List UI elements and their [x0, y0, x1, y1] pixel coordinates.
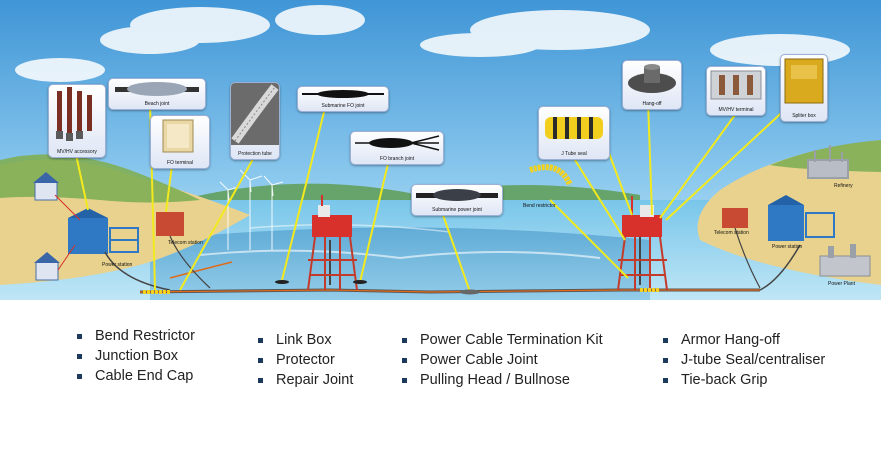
submarine-power-joint-icon	[416, 189, 498, 201]
label-fo-terminal: FO terminal	[166, 160, 194, 166]
list-item: Power Cable Termination Kit	[400, 330, 603, 350]
submarine-fo-joint-icon	[302, 90, 384, 98]
j-tube-seal-icon	[545, 117, 603, 139]
product-list-4: Armor Hang-off J-tube Seal/centraliser T…	[661, 330, 825, 390]
callout-fo-branch-joint: FO branch joint	[350, 131, 444, 165]
callout-fo-terminal: FO terminal	[150, 115, 210, 169]
bullet-icon	[77, 374, 82, 379]
fo-terminal-icon	[162, 119, 194, 153]
bullet-icon	[77, 334, 82, 339]
callout-mv-hv-terminal: MV/HV terminal	[706, 66, 766, 116]
list-item: Tie-back Grip	[661, 370, 825, 390]
bullet-icon	[402, 338, 407, 343]
callout-beach-joint: Beach joint	[108, 78, 206, 110]
label-splitter-box: Spliter box	[792, 113, 816, 119]
label-telecom-station-right: Telecom station	[714, 230, 749, 236]
mv-hv-terminal-icon	[710, 70, 762, 100]
list-item: Link Box	[256, 330, 353, 350]
label-mv-hv-accessory: MV/HV accessory	[57, 149, 97, 155]
callout-protection-tube: Protection tube	[230, 82, 280, 160]
label-telecom-station-left: Telecom station	[168, 240, 203, 246]
bullet-icon	[258, 338, 263, 343]
label-power-station-right: Power station	[772, 244, 803, 250]
bullet-icon	[77, 354, 82, 359]
scene-illustration	[0, 0, 881, 300]
list-item: Junction Box	[75, 346, 195, 366]
bullet-icon	[258, 378, 263, 383]
bullet-icon	[402, 378, 407, 383]
bullet-icon	[663, 338, 668, 343]
bullet-icon	[258, 358, 263, 363]
cable-system-diagram: MV/HV accessory Beach joint FO terminal …	[0, 0, 881, 300]
label-submarine-power-joint: Submarine power joint	[432, 207, 482, 213]
protection-tube-icon	[231, 83, 279, 145]
list-item: Cable End Cap	[75, 366, 195, 386]
leader-lines	[74, 99, 791, 293]
splitter-box-icon	[784, 58, 824, 104]
list-item: Power Cable Joint	[400, 350, 603, 370]
offshore-platform-left	[307, 195, 358, 291]
label-mv-hv-terminal: MV/HV terminal	[718, 107, 754, 113]
power-station-left	[68, 208, 139, 254]
callout-mv-hv-accessory: MV/HV accessory	[48, 84, 106, 158]
label-hang-off: Hang-off	[642, 101, 662, 107]
label-j-tube-seal: J Tube seal	[561, 151, 587, 157]
label-submarine-fo-joint: Submarine FO joint	[321, 103, 365, 109]
fo-branch-joint-icon	[355, 135, 440, 151]
list-item: Protector	[256, 350, 353, 370]
bullet-icon	[663, 378, 668, 383]
label-power-station-left: Power station	[102, 262, 133, 268]
offshore-platform-right	[617, 196, 668, 291]
callout-j-tube-seal: J Tube seal	[538, 106, 610, 160]
refinery-plant	[807, 145, 849, 179]
list-item: Bend Restrictor	[75, 326, 195, 346]
product-list-2: Link Box Protector Repair Joint	[256, 330, 353, 390]
callout-hang-off: Hang-off	[622, 60, 682, 110]
bullet-icon	[402, 358, 407, 363]
hang-off-icon	[628, 64, 676, 93]
mv-hv-accessory-icon	[56, 87, 92, 141]
list-item: Repair Joint	[256, 370, 353, 390]
callout-submarine-power-joint: Submarine power joint	[411, 184, 503, 216]
list-item: J-tube Seal/centraliser	[661, 350, 825, 370]
product-list-3: Power Cable Termination Kit Power Cable …	[400, 330, 603, 390]
label-refinery: Refinery	[834, 183, 853, 189]
callout-splitter-box: Spliter box	[780, 54, 828, 122]
power-station-right	[768, 195, 835, 241]
label-protection-tube: Protection tube	[238, 151, 272, 157]
list-item: Armor Hang-off	[661, 330, 825, 350]
beach-joint-icon	[115, 82, 199, 96]
bullet-icon	[663, 358, 668, 363]
label-fo-branch-joint: FO branch joint	[379, 156, 415, 162]
label-beach-joint: Beach joint	[144, 101, 170, 107]
label-bend-restrictor: Bend restrictor	[523, 203, 556, 209]
list-item: Pulling Head / Bullnose	[400, 370, 603, 390]
label-power-plant: Power Plant	[828, 281, 855, 287]
product-list-1: Bend Restrictor Junction Box Cable End C…	[75, 326, 195, 386]
callout-submarine-fo-joint: Submarine FO joint	[297, 86, 389, 112]
